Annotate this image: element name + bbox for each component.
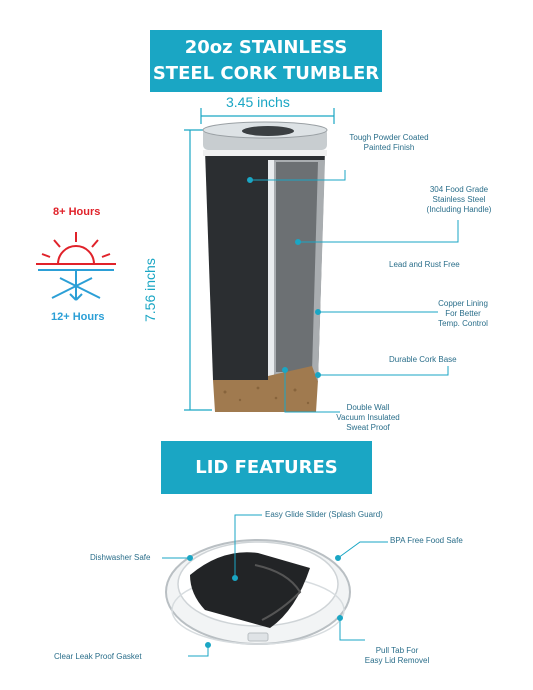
copper-lining-callout: Copper Lining For Better Temp. Control bbox=[438, 299, 488, 328]
title-banner: 20oz STAINLESS STEEL CORK TUMBLER bbox=[150, 30, 382, 92]
rust-free-callout: Lead and Rust Free bbox=[389, 260, 460, 269]
snowflake-icon bbox=[38, 269, 114, 301]
hot-hours-label: 8+ Hours bbox=[53, 206, 101, 218]
slider-callout: Easy Glide Slider (Splash Guard) bbox=[265, 510, 383, 519]
dishwasher-callout: Dishwasher Safe bbox=[90, 553, 151, 562]
double-wall-callout: Double Wall Vacuum Insulated Sweat Proof bbox=[336, 403, 400, 432]
height-label: 7.56 inchs bbox=[142, 258, 158, 322]
title-line-1: 20oz STAINLESS bbox=[184, 37, 348, 58]
title-line-2: STEEL CORK TUMBLER bbox=[152, 63, 380, 84]
cork-base-callout: Durable Cork Base bbox=[389, 355, 457, 364]
pull-tab-callout: Pull Tab For Easy Lid Removel bbox=[364, 646, 430, 665]
sun-icon bbox=[36, 232, 116, 265]
powder-coat-callout: Tough Powder Coated Painted Finish bbox=[349, 133, 429, 152]
cold-hours-label: 12+ Hours bbox=[51, 311, 105, 323]
stainless-steel-callout: 304 Food Grade Stainless Steel (Includin… bbox=[426, 185, 492, 214]
lid-image bbox=[165, 539, 351, 645]
tumbler-image bbox=[202, 121, 328, 412]
bpa-free-callout: BPA Free Food Safe bbox=[390, 536, 463, 545]
gasket-callout: Clear Leak Proof Gasket bbox=[54, 652, 142, 661]
tumbler-leader-lines bbox=[247, 170, 459, 413]
width-dimension-line bbox=[200, 108, 335, 124]
lid-features-banner: LID FEATURES bbox=[161, 441, 372, 494]
width-label: 3.45 inchs bbox=[226, 94, 290, 110]
lid-leader-lines bbox=[162, 514, 388, 657]
